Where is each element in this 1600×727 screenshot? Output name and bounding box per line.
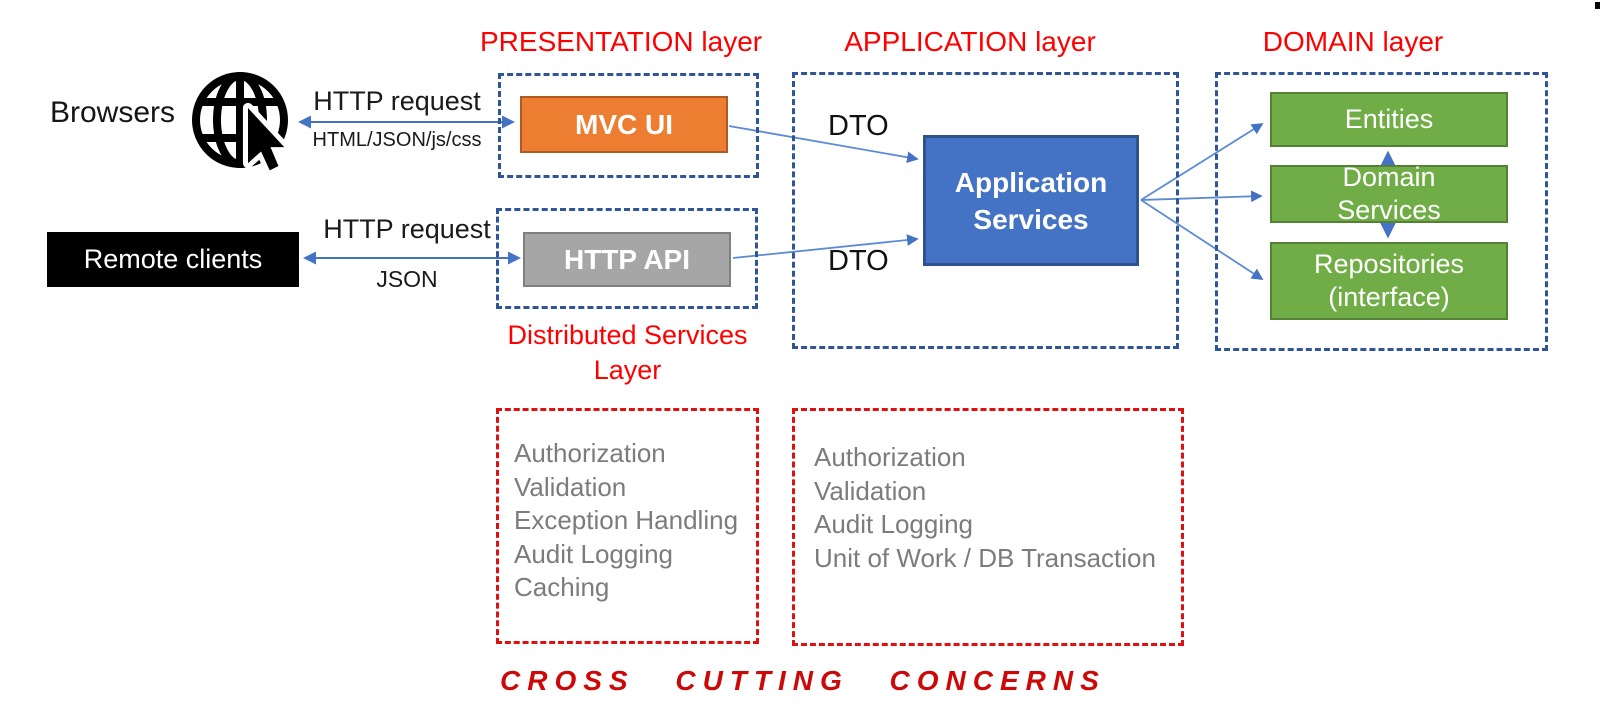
dto-label-top: DTO — [828, 110, 889, 142]
dto-label-bottom: DTO — [828, 245, 889, 277]
concern-item: Caching — [514, 572, 610, 602]
concern-item: Audit Logging — [514, 538, 674, 569]
remote-clients-box: Remote clients — [47, 232, 299, 287]
concern-item: Authorization — [814, 442, 966, 472]
concern-item: Authorization — [514, 438, 666, 468]
browsers-label: Browsers — [50, 96, 176, 129]
domain-layer-container — [1215, 72, 1548, 351]
concern-item: Unit of Work / DB Transaction — [814, 542, 1156, 573]
cross-cutting-concerns-caption: CROSS CUTTING CONCERNS — [500, 665, 1106, 696]
http-api-box: HTTP API — [523, 232, 731, 287]
distributed-concerns-list: Authorization Validation Exception Handl… — [514, 437, 754, 605]
corner-artifact — [1595, 2, 1600, 9]
distributed-services-layer-label-line1: Distributed Services — [507, 320, 748, 350]
application-services-label-line2: Services — [973, 203, 1089, 235]
http-request-label-browsers: HTTP request — [313, 86, 481, 116]
concern-item: Audit Logging — [814, 509, 974, 539]
mvc-ui-box: MVC UI — [520, 96, 728, 153]
application-layer-title: APPLICATION layer — [844, 26, 1096, 57]
distributed-services-layer-container — [496, 208, 758, 309]
application-layer-container — [792, 72, 1179, 349]
domain-layer-title: DOMAIN layer — [1262, 26, 1444, 57]
presentation-layer-title: PRESENTATION layer — [480, 26, 763, 57]
http-response-formats-label: HTML/JSON/js/css — [312, 129, 482, 151]
browser-globe-icon — [192, 72, 290, 176]
distributed-services-layer-label: Distributed Services Layer — [496, 318, 759, 388]
cross-cutting-box-application — [792, 408, 1184, 646]
application-services-label-line1: Application — [954, 166, 1108, 198]
application-concerns-list: Authorization Validation Audit Logging U… — [814, 441, 1184, 575]
presentation-layer-container — [498, 73, 759, 178]
concern-item: Validation — [514, 471, 627, 502]
entities-box: Entities — [1270, 92, 1508, 147]
cursor-icon — [242, 102, 290, 176]
concern-item: Validation — [814, 475, 927, 506]
cross-cutting-box-distributed — [496, 408, 759, 644]
application-services-box: Application Services — [923, 135, 1139, 266]
concern-item: Exception Handling — [514, 505, 739, 535]
http-request-label-remote: HTTP request — [323, 214, 491, 244]
json-label: JSON — [376, 266, 438, 292]
domain-services-box: Domain Services — [1270, 162, 1508, 225]
distributed-services-layer-label-line2: Layer — [593, 355, 662, 385]
repositories-box: Repositories (interface) — [1270, 242, 1508, 320]
